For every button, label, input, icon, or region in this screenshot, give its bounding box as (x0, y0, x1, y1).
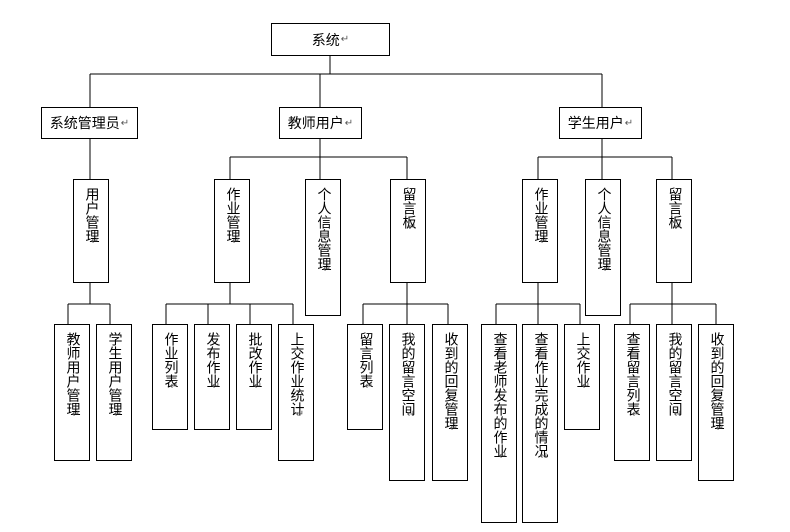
node-publish-homework: 发布作业↵ (194, 324, 230, 430)
node-student-message-list: 查看留言列表↵ (614, 324, 650, 461)
node-student-message-board: 留言板↵ (656, 179, 692, 283)
node-student-message-space: 我的留言空间↵ (656, 324, 692, 461)
node-label: 作业管理 (532, 187, 549, 243)
paragraph-mark-icon: ↵ (602, 264, 612, 275)
node-teacher-profile-management: 个人信息管理↵ (305, 179, 341, 316)
node-label: 查看留言列表 (624, 332, 641, 416)
node-teacher-message-list: 留言列表↵ (347, 324, 383, 430)
paragraph-mark-icon: ↵ (624, 117, 634, 129)
node-admin-user-management: 用户管理↵ (73, 179, 109, 283)
node-label: 查看老师发布的作业 (491, 332, 508, 458)
paragraph-mark-icon: ↵ (71, 409, 81, 420)
node-label: 用户管理 (83, 187, 100, 243)
paragraph-mark-icon: ↵ (539, 451, 549, 462)
paragraph-mark-icon: ↵ (631, 409, 641, 420)
node-submission-stats: 上交作业统计↵ (278, 324, 314, 461)
node-label: 查看作业完成的情况 (532, 332, 549, 458)
node-submit-homework: 上交作业↵ (564, 324, 600, 430)
paragraph-mark-icon: ↵ (322, 264, 332, 275)
node-label: 收到的回复管理 (708, 332, 725, 430)
paragraph-mark-icon: ↵ (406, 409, 416, 420)
node-label: 我的留言空间 (666, 332, 683, 416)
paragraph-mark-icon: ↵ (715, 423, 725, 434)
node-root: 系统↵ (271, 23, 390, 56)
node-label: 留言板 (666, 187, 683, 229)
node-label: 作业列表 (162, 332, 179, 388)
node-label: 个人信息管理 (315, 187, 332, 271)
node-label: 上交作业 (574, 332, 591, 388)
node-label: 留言板 (400, 187, 417, 229)
node-student-profile-management: 个人信息管理↵ (585, 179, 621, 316)
node-teacher-message-space: 我的留言空间↵ (389, 324, 425, 481)
node-admin: 系统管理员↵ (41, 107, 138, 139)
node-label: 上交作业统计 (288, 332, 305, 416)
node-view-completion-status: 查看作业完成的情况↵ (522, 324, 558, 523)
node-student-user-management: 学生用户管理↵ (96, 324, 132, 461)
paragraph-mark-icon: ↵ (231, 236, 241, 247)
paragraph-mark-icon: ↵ (407, 222, 417, 233)
node-grade-homework: 批改作业↵ (236, 324, 272, 430)
node-label: 留言列表 (357, 332, 374, 388)
node-teacher-homework-management: 作业管理↵ (214, 179, 250, 283)
node-label: 系统 (311, 32, 340, 49)
paragraph-mark-icon: ↵ (113, 409, 123, 420)
paragraph-mark-icon: ↵ (364, 381, 374, 392)
paragraph-mark-icon: ↵ (498, 451, 508, 462)
paragraph-mark-icon: ↵ (340, 34, 350, 45)
node-label: 批改作业 (246, 332, 263, 388)
node-label: 系统管理员 (49, 116, 120, 132)
paragraph-mark-icon: ↵ (169, 381, 179, 392)
node-teacher-message-board: 留言板↵ (390, 179, 426, 283)
node-student-homework-management: 作业管理↵ (522, 179, 558, 283)
node-teacher: 教师用户↵ (279, 107, 362, 139)
paragraph-mark-icon: ↵ (90, 236, 100, 247)
paragraph-mark-icon: ↵ (120, 117, 130, 129)
node-label: 作业管理 (224, 187, 241, 243)
paragraph-mark-icon: ↵ (211, 381, 221, 392)
node-label: 学生用户 (567, 116, 624, 132)
paragraph-mark-icon: ↵ (344, 117, 354, 129)
node-label: 收到的回复管理 (442, 332, 459, 430)
paragraph-mark-icon: ↵ (581, 381, 591, 392)
node-student: 学生用户↵ (559, 107, 642, 139)
paragraph-mark-icon: ↵ (253, 381, 263, 392)
paragraph-mark-icon: ↵ (673, 222, 683, 233)
node-label: 发布作业 (204, 332, 221, 388)
node-homework-list: 作业列表↵ (152, 324, 188, 430)
node-label: 学生用户管理 (106, 332, 123, 416)
node-label: 教师用户管理 (64, 332, 81, 416)
node-label: 教师用户 (287, 116, 344, 132)
node-label: 我的留言空间 (399, 332, 416, 416)
node-view-teacher-homework: 查看老师发布的作业↵ (481, 324, 517, 523)
paragraph-mark-icon: ↵ (449, 423, 459, 434)
node-student-reply-management: 收到的回复管理↵ (698, 324, 734, 481)
paragraph-mark-icon: ↵ (295, 409, 305, 420)
node-teacher-reply-management: 收到的回复管理↵ (432, 324, 468, 481)
paragraph-mark-icon: ↵ (673, 409, 683, 420)
paragraph-mark-icon: ↵ (539, 236, 549, 247)
node-label: 个人信息管理 (595, 187, 612, 271)
node-teacher-user-management: 教师用户管理↵ (54, 324, 90, 461)
